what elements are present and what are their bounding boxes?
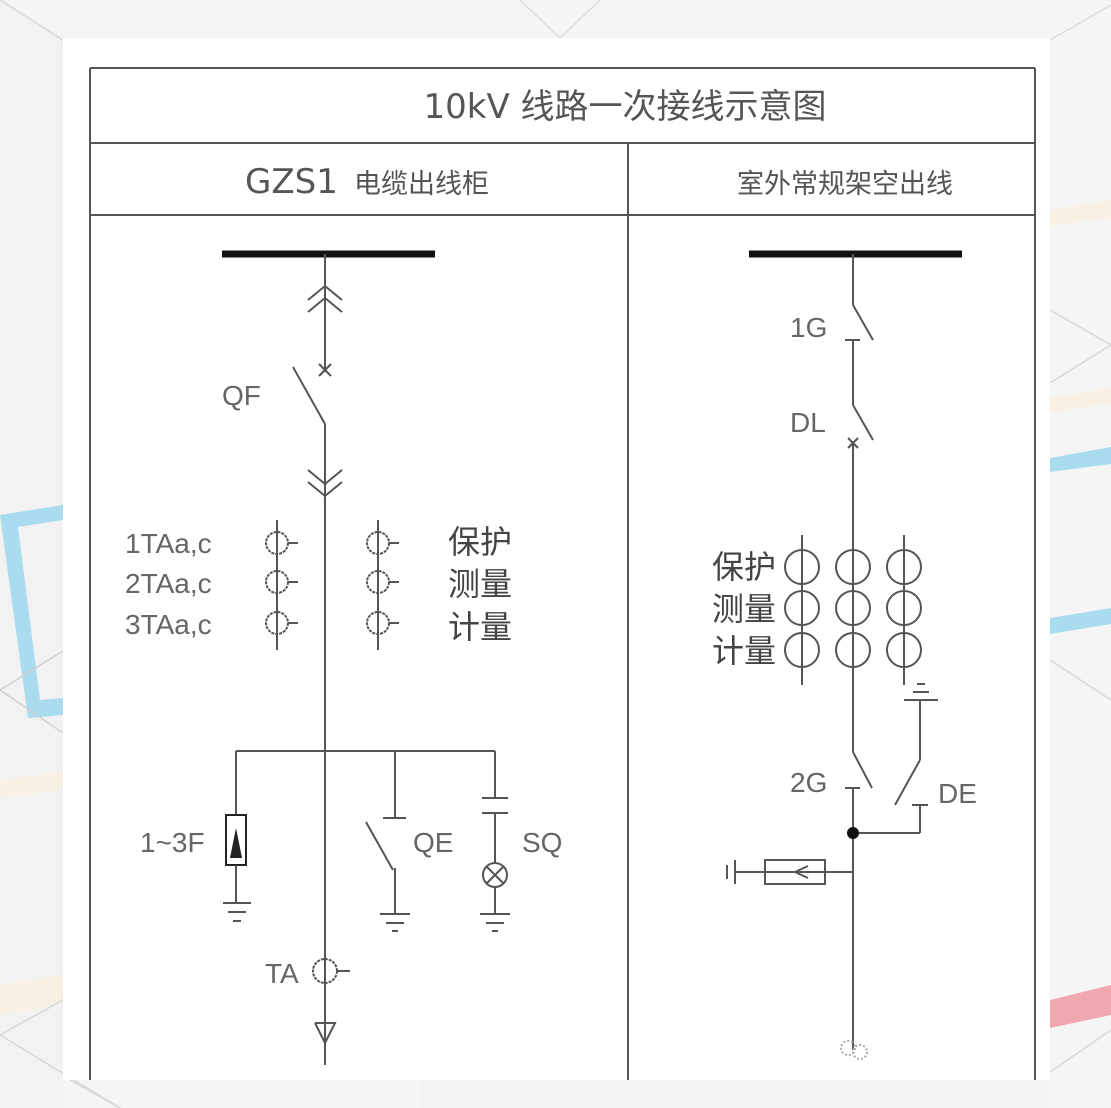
right-ct-function-measurement: 测量	[712, 590, 776, 628]
sq-label: SQ	[522, 827, 562, 858]
ct-label-2: 2TAa,c	[125, 568, 212, 599]
left-column-header-prefix: GZS1	[245, 162, 338, 202]
arrester-icon	[230, 828, 242, 858]
2g-label: 2G	[790, 767, 827, 798]
right-ct-function-metering: 计量	[712, 632, 776, 670]
left-column-header-suffix: 电缆出线柜	[354, 169, 489, 200]
dl-label: DL	[790, 407, 826, 438]
ct-function-protection: 保护	[448, 523, 512, 561]
ct-label-3: 3TAa,c	[125, 609, 212, 640]
qe-label: QE	[413, 827, 453, 858]
de-label: DE	[938, 778, 977, 809]
right-column-header: 室外常规架空出线	[737, 169, 953, 200]
diagram-title: 10kV 线路一次接线示意图	[423, 87, 826, 127]
zero-seq-ct-label: TA	[265, 958, 299, 989]
arrester-label: 1~3F	[140, 827, 205, 858]
ct-function-measurement: 测量	[448, 565, 512, 603]
junction-dot	[847, 827, 859, 839]
right-ct-function-protection: 保护	[712, 548, 776, 586]
qf-label: QF	[222, 380, 261, 411]
left-circuit	[222, 250, 510, 1065]
diagram-card	[63, 38, 1050, 1080]
ct-function-metering: 计量	[448, 608, 512, 646]
1g-label: 1G	[790, 312, 827, 343]
ct-label-1: 1TAa,c	[125, 528, 212, 559]
